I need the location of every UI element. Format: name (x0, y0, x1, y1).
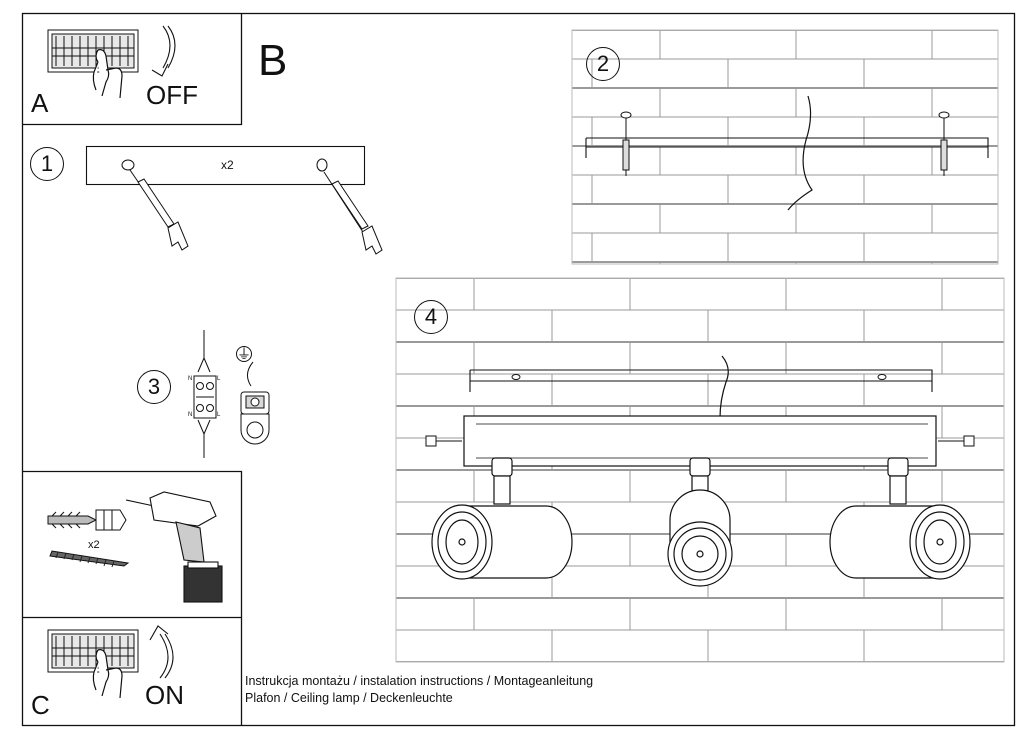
terminal-block-icon (193, 330, 217, 458)
panel-b-letter: B (258, 36, 288, 85)
terminal-mark-l-bottom: L (217, 412, 221, 418)
spotlight-right (829, 457, 971, 580)
turn-off-arrow-icon (151, 25, 176, 77)
side-screw-right-icon (938, 435, 975, 447)
step-1-number: 1 (30, 147, 64, 181)
ground-symbol-icon: ⏚ (236, 346, 252, 362)
panel-a-border (22, 13, 243, 126)
turn-on-arrow-icon (149, 625, 174, 679)
side-screw-left-icon (425, 435, 462, 447)
step4-illustration (395, 277, 1005, 663)
step-4-number: 4 (414, 300, 448, 334)
drill-bit-left-icon (129, 169, 189, 251)
terminal-mark-n-bottom: N (188, 412, 193, 418)
step-2-number: 2 (586, 47, 620, 81)
spotlight-left (431, 457, 573, 580)
step-3-number: 3 (137, 370, 171, 404)
step2-illustration (571, 29, 999, 265)
panel-c-letter: C (31, 690, 50, 720)
breaker-box-on-icon (47, 629, 139, 699)
drill-hole-right (316, 158, 328, 172)
power-drill-icon (125, 491, 223, 603)
screw-icon (49, 550, 130, 568)
fixture-bracket (469, 369, 933, 392)
wall-plug-icon (47, 509, 127, 531)
spotlight-center (667, 457, 733, 587)
panel-a-letter: A (31, 88, 49, 118)
mounting-template (85, 145, 366, 186)
panel-b-border (22, 470, 243, 726)
mounting-bar (585, 137, 989, 158)
panel-b-tool-count: x2 (88, 539, 100, 551)
breaker-box-off-icon (47, 29, 139, 99)
drill-bit-right-icon (323, 171, 383, 255)
drill-hole-left (121, 159, 135, 171)
outer-frame (21, 12, 1016, 727)
terminal-mark-n-top: N (188, 376, 193, 382)
terminal-mark-l-top: L (217, 376, 221, 382)
caption-line-1: Instrukcja montażu / instalation instruc… (245, 674, 594, 688)
step-1-count: x2 (221, 158, 234, 172)
ground-terminal-icon (240, 361, 270, 445)
caption-line-2: Plafon / Ceiling lamp / Deckenleuchte (245, 691, 453, 705)
power-cable (787, 95, 813, 211)
panel-c-action: ON (145, 680, 184, 710)
panel-a-action: OFF (146, 80, 198, 110)
